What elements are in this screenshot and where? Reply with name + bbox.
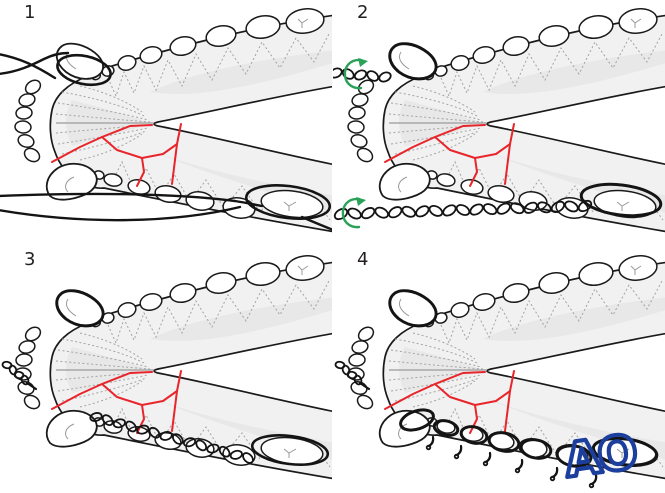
panel-number-4: 4 bbox=[357, 249, 369, 270]
mandible-occlusal-view bbox=[346, 5, 665, 234]
mandible-occlusal-view bbox=[13, 252, 332, 480]
twisted-wire-tail bbox=[334, 360, 363, 386]
twisted-wire-top bbox=[333, 67, 392, 83]
wire-around-canine bbox=[0, 51, 112, 87]
wire-around-molar bbox=[0, 184, 332, 231]
mandible-illustration-step-4: AO bbox=[334, 252, 665, 491]
panel-number-1: 1 bbox=[24, 2, 36, 23]
twisted-wire-bottom bbox=[333, 199, 593, 221]
panel-number-3: 3 bbox=[24, 249, 36, 270]
mandible-illustration-step-3 bbox=[1, 252, 332, 480]
mandible-illustration-step-2 bbox=[333, 5, 665, 234]
panel-step-1: 1 bbox=[0, 0, 332, 246]
panel-step-3: 3 bbox=[0, 247, 332, 493]
twisted-wire-tail bbox=[1, 360, 30, 386]
mandible-illustration-step-1 bbox=[0, 5, 332, 234]
panel-step-4: AO 4 bbox=[333, 247, 665, 493]
panel-step-2: 2 bbox=[333, 0, 665, 246]
panel-number-2: 2 bbox=[357, 2, 369, 23]
wire-tail-lead bbox=[358, 381, 371, 391]
wire-around-molar bbox=[250, 434, 330, 466]
wire-tight-on-canine bbox=[388, 289, 438, 328]
wire-tight-on-molar bbox=[579, 182, 663, 218]
mandible-occlusal-view bbox=[13, 5, 332, 234]
wire-tight-on-canine bbox=[388, 42, 438, 81]
ao-logo: AO bbox=[561, 424, 639, 488]
wire-tight-on-canine bbox=[55, 289, 105, 328]
wire-twist-knots bbox=[425, 435, 598, 489]
twisted-wire-along-teeth bbox=[89, 412, 254, 464]
wire-tail-lead bbox=[25, 381, 38, 391]
interdental-wire-wraps bbox=[399, 408, 659, 468]
